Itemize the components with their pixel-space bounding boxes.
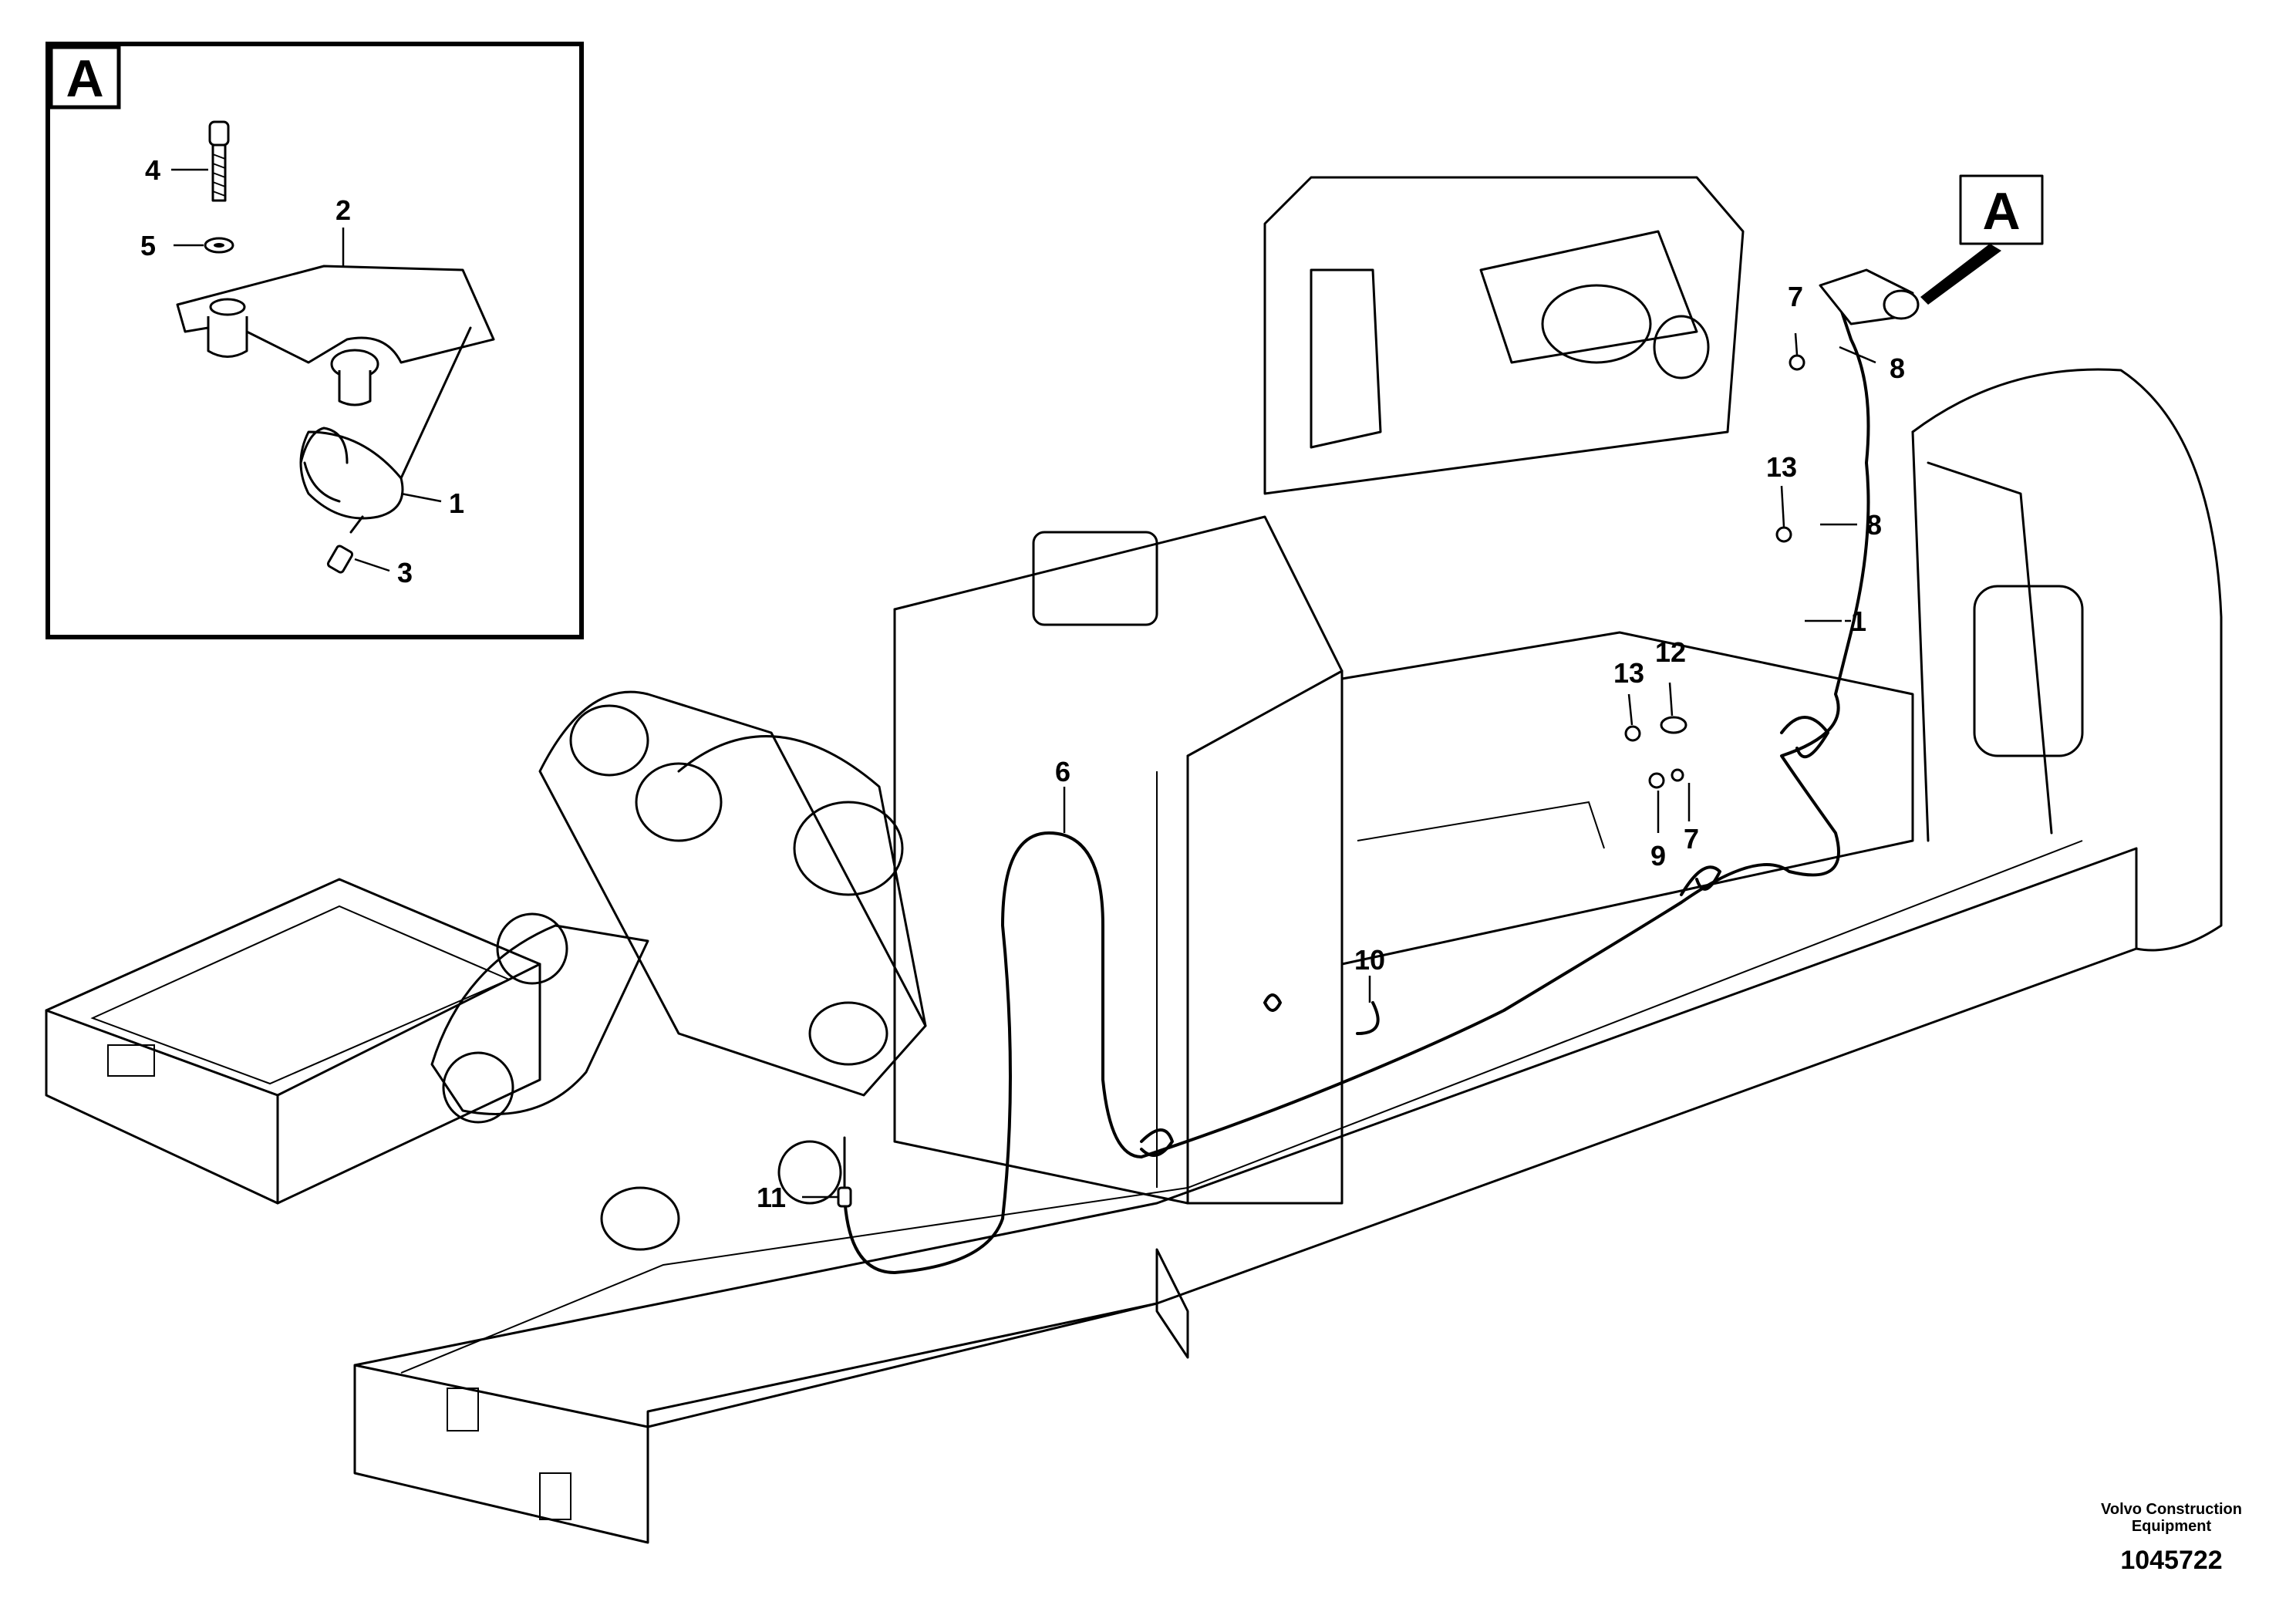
callout-8-lower: 8 bbox=[1866, 509, 1882, 541]
frame-line-art bbox=[45, 176, 2223, 1544]
bolt-head bbox=[208, 120, 230, 147]
view-a-tag: A bbox=[1920, 174, 2044, 305]
callout-9: 9 bbox=[1650, 840, 1666, 872]
drawing-number: 1045722 bbox=[2120, 1546, 2223, 1575]
callout-6: 6 bbox=[1055, 756, 1070, 787]
screw bbox=[326, 545, 354, 574]
callout-12: 12 bbox=[1655, 636, 1686, 668]
callout-13-lower: 13 bbox=[1613, 657, 1644, 689]
callout-5: 5 bbox=[140, 230, 156, 261]
callout-10: 10 bbox=[1354, 944, 1385, 976]
clamp-9 bbox=[1648, 772, 1665, 789]
bolt-13-upper bbox=[1775, 526, 1792, 543]
callout-13-upper: 13 bbox=[1766, 451, 1797, 483]
callout-1-main: 1 bbox=[1851, 605, 1866, 637]
view-a-letter: A bbox=[1982, 182, 2020, 241]
callout-4: 4 bbox=[145, 154, 160, 186]
wire-harness bbox=[837, 292, 1870, 1274]
detail-callouts: 4 5 2 1 3 bbox=[140, 154, 464, 588]
bracket-main-view bbox=[1819, 268, 1920, 325]
callout-7-upper: 7 bbox=[1788, 281, 1803, 312]
bolt-13-lower bbox=[1624, 725, 1641, 742]
detail-letter-box bbox=[49, 45, 121, 110]
maker-name-line1: Volvo Construction bbox=[2101, 1501, 2242, 1518]
callout-2: 2 bbox=[335, 194, 351, 226]
callout-8-upper: 8 bbox=[1890, 352, 1905, 384]
detail-letter: A bbox=[66, 49, 103, 108]
clamps-main-view bbox=[1624, 354, 1805, 789]
bolt-7-lower bbox=[1671, 768, 1684, 782]
callout-7-lower: 7 bbox=[1684, 823, 1699, 855]
clamp-12 bbox=[1660, 716, 1687, 734]
bolt-7-upper bbox=[1789, 354, 1805, 371]
maker-name-line2: Equipment bbox=[2131, 1518, 2212, 1535]
callout-11: 11 bbox=[757, 1182, 786, 1213]
main-callouts: 7 8 13 8 1 13 12 6 9 7 10 11 bbox=[757, 281, 1905, 1213]
callout-1-detail: 1 bbox=[449, 487, 464, 519]
callout-3: 3 bbox=[397, 557, 413, 588]
detail-view-a: A bbox=[46, 42, 584, 639]
title-block: Volvo Construction Equipment 1045722 bbox=[2101, 1501, 2242, 1576]
